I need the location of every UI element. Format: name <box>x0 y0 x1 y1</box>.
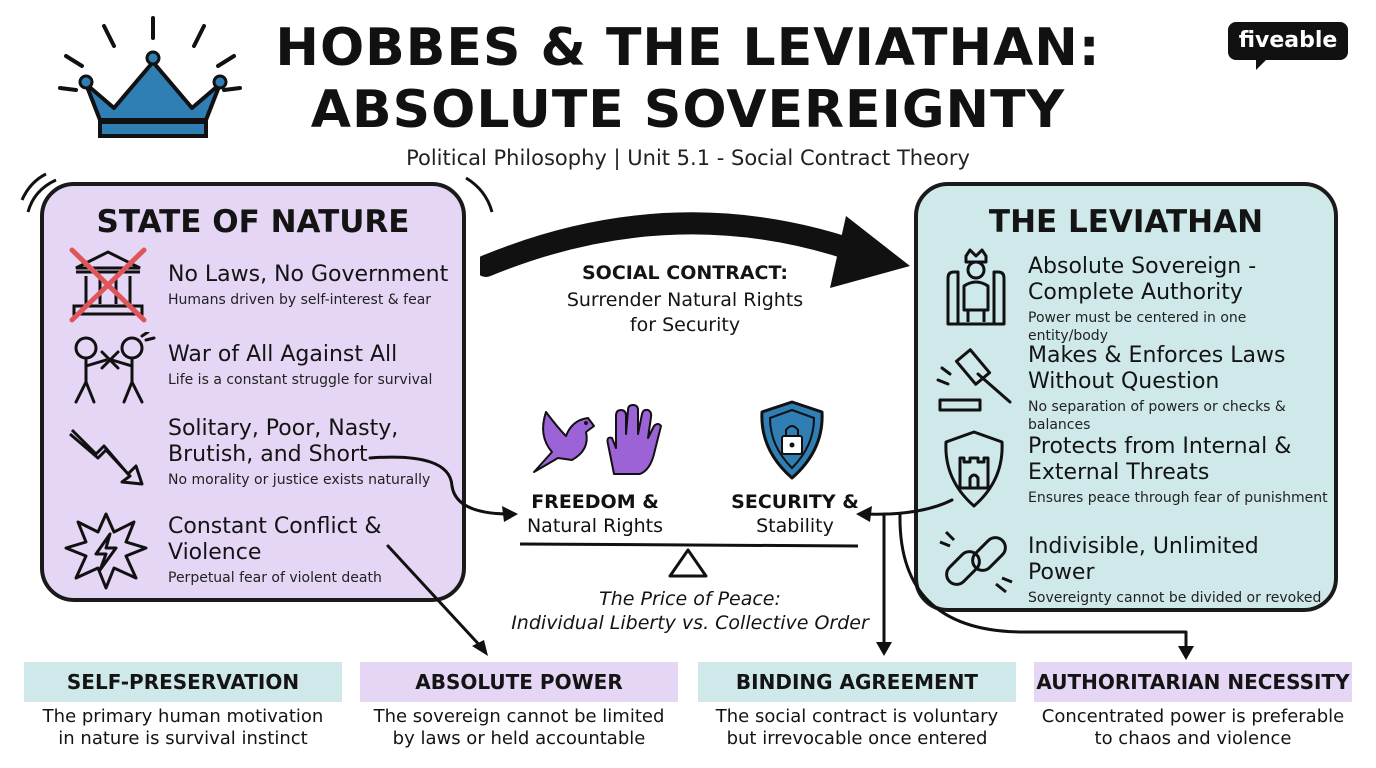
binding-agreement-desc-line1: The social contract is voluntary <box>715 706 999 727</box>
nature-item-1-title: No Laws, No Government <box>168 262 449 287</box>
leviathan-item-2-title-line2: Without Question <box>1028 369 1220 394</box>
price-of-peace-subtitle: Individual Liberty vs. Collective Order <box>511 612 869 634</box>
authoritarian-necessity-label: AUTHORITARIAN NECESSITY <box>1034 662 1352 702</box>
panel-motion-marks <box>20 172 494 213</box>
self-preservation-desc-line2: in nature is survival instinct <box>58 728 308 749</box>
nature-item-4-sub: Perpetual fear of violent death <box>168 570 382 586</box>
page-subtitle: Political Philosophy | Unit 5.1 - Social… <box>406 146 970 170</box>
binding-agreement-description: The social contract is voluntary but irr… <box>698 706 1016 750</box>
crown-icon <box>58 16 242 138</box>
freedom-label-title: FREEDOM & <box>531 491 659 513</box>
absolute-power-label: ABSOLUTE POWER <box>360 662 678 702</box>
nature-item-2-sub: Life is a constant struggle for survival <box>168 372 433 388</box>
leviathan-item-3-sub: Ensures peace through fear of punishment <box>1028 490 1328 506</box>
absolute-power-desc-line2: by laws or held accountable <box>392 728 646 749</box>
shield-lock-icon <box>760 400 824 480</box>
leviathan-item-1-title-line2: Complete Authority <box>1028 280 1243 305</box>
self-preservation-desc-line1: The primary human motivation <box>42 706 324 727</box>
social-contract-line1: Surrender Natural Rights <box>566 289 804 311</box>
leviathan-item-2-sub: No separation of powers or checks & bala… <box>1028 399 1286 433</box>
leviathan-item-3-title-line2: External Threats <box>1028 460 1210 485</box>
freedom-label: FREEDOM & Natural Rights <box>510 490 680 538</box>
price-of-peace-title: The Price of Peace: <box>599 588 781 610</box>
page-title-line1: HOBBES & THE LEVIATHAN: <box>275 18 1101 78</box>
nature-item-4-title-line2: Violence <box>168 540 262 565</box>
absolute-power-description: The sovereign cannot be limited by laws … <box>360 706 678 750</box>
leviathan-panel: THE LEVIATHAN <box>914 182 1338 612</box>
authoritarian-necessity-desc-line1: Concentrated power is preferable <box>1041 706 1345 727</box>
nature-item-1-sub: Humans driven by self-interest & fear <box>168 292 432 308</box>
leviathan-item-4-title: Indivisible, Unlimited Power <box>1028 534 1259 585</box>
leviathan-item-2-title: Makes & Enforces Laws <box>1028 343 1286 368</box>
leviathan-item-3-title: Protects from Internal & <box>1028 434 1292 459</box>
security-label-title: SECURITY & <box>731 491 859 513</box>
authoritarian-necessity-desc-line2: to chaos and violence <box>1094 728 1292 749</box>
crossed-courthouse-icon <box>69 247 147 323</box>
dove-icon <box>533 411 595 473</box>
leviathan-title: THE LEVIATHAN <box>988 204 1264 240</box>
security-label: SECURITY & Stability <box>720 490 870 538</box>
nature-item-3-title-line2: Brutish, and Short <box>168 442 368 467</box>
page-title-line2: ABSOLUTE SOVEREIGNTY <box>310 80 1066 140</box>
downward-zigzag-arrow-icon <box>69 428 144 486</box>
social-contract-arrow <box>480 212 910 288</box>
nature-item-3-title: Solitary, Poor, Nasty, <box>168 416 399 441</box>
nature-item-3-sub: No morality or justice exists naturally <box>168 472 431 488</box>
castle-shield-icon <box>944 430 1004 508</box>
chain-link-icon <box>939 530 1013 594</box>
balance-scale <box>519 542 859 578</box>
state-of-nature-title: STATE OF NATURE <box>96 204 410 240</box>
security-label-sub: Stability <box>756 515 834 537</box>
absolute-power-desc-line1: The sovereign cannot be limited <box>373 706 665 727</box>
self-preservation-label: SELF-PRESERVATION <box>24 662 342 702</box>
leviathan-item-1-title: Absolute Sovereign - <box>1028 254 1257 279</box>
nature-item-4-title: Constant Conflict & <box>168 514 382 539</box>
nature-item-2-title: War of All Against All <box>168 342 398 367</box>
social-contract-description: Surrender Natural Rights for Security <box>540 288 830 338</box>
freedom-label-sub: Natural Rights <box>526 515 664 537</box>
leviathan-item-1-sub: Power must be centered in one entity/bod… <box>1028 310 1247 344</box>
brand-logo[interactable]: fiveable <box>1228 22 1348 70</box>
leviathan-item-4-sub: Sovereignty cannot be divided or revoked <box>1028 590 1322 606</box>
self-preservation-description: The primary human motivation in nature i… <box>24 706 342 750</box>
king-on-throne-icon <box>946 248 1006 326</box>
raised-hand-icon <box>606 404 662 475</box>
gavel-icon <box>936 348 1012 412</box>
lightning-burst-icon <box>64 512 148 590</box>
binding-agreement-desc-line2: but irrevocable once entered <box>726 728 988 749</box>
social-contract-title: SOCIAL CONTRACT: <box>581 262 789 284</box>
authoritarian-necessity-description: Concentrated power is preferable to chao… <box>1034 706 1352 750</box>
fighting-figures-icon <box>74 332 156 404</box>
binding-agreement-label: BINDING AGREEMENT <box>698 662 1016 702</box>
social-contract-line2: for Security <box>629 314 741 336</box>
